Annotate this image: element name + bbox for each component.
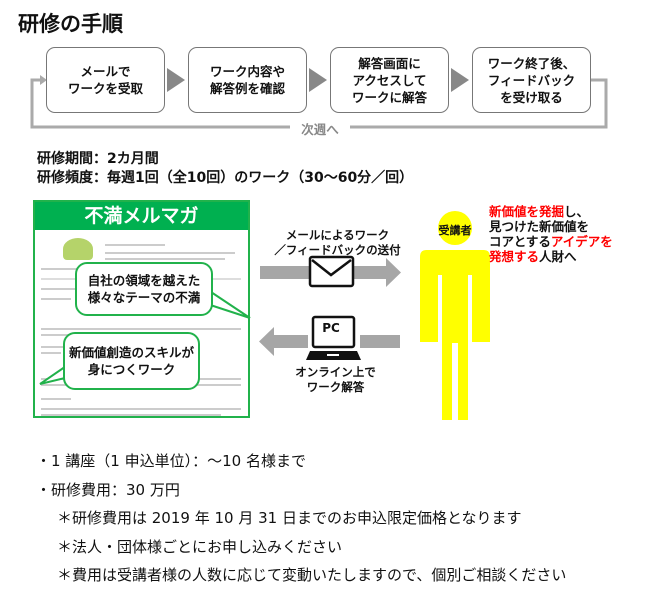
outcome-text-part: し、 見つけた新価値を コアとする — [489, 204, 590, 249]
period-text: 研修期間：2カ月間 — [37, 151, 159, 167]
bubble-themes: 自社の領域を越えた 様々なテーマの不満 — [75, 262, 213, 316]
pc-text: PC — [322, 321, 340, 335]
laptop-icon — [306, 315, 361, 363]
step-arrow-icon — [309, 68, 327, 92]
bubble-skills: 新価値創造のスキルが 身につくワーク — [63, 332, 200, 390]
person-label: 受講者 — [438, 224, 472, 237]
pc-label: オンライン上で ワーク解答 — [295, 365, 376, 394]
seats-text: ・1 講座（1 申込単位）：～10 名様まで — [36, 452, 306, 470]
note-consult: ＊費用は受講者様の人数に応じて変動いたしますので、個別ご相談ください — [57, 566, 567, 584]
outcome-highlight: 新価値を発掘 — [489, 204, 565, 219]
person-icon — [420, 211, 490, 420]
outcome-highlight: アイデアを 発想する — [489, 234, 613, 264]
step-2: ワーク内容や 解答例を確認 — [188, 47, 307, 113]
frequency-text: 研修頻度：毎週1回（全10回）のワーク（30～60分／回） — [37, 170, 414, 186]
loop-label: 次週へ — [301, 122, 339, 137]
page-title: 研修の手順 — [18, 12, 123, 36]
loop-arrow — [30, 75, 608, 129]
note-corporate: ＊法人・団体様ごとにお申し込みください — [57, 538, 343, 556]
envelope-icon — [308, 255, 355, 288]
outcome-text: 新価値を発掘し、 見つけた新価値を コアとするアイデアを 発想する人財へ — [489, 204, 613, 264]
mail-label: メールによるワーク ／フィードバックの送付 — [274, 228, 401, 257]
step-1: メールで ワークを受取 — [46, 47, 165, 113]
pc-arrow — [259, 315, 400, 363]
fee-text: ・研修費用：30 万円 — [36, 481, 180, 499]
step-arrow-icon — [167, 68, 185, 92]
step-3: 解答画面に アクセスして ワークに解答 — [330, 47, 449, 113]
step-4: ワーク終了後、 フィードバック を受け取る — [472, 47, 591, 113]
note-deadline: ＊研修費用は 2019 年 10 月 31 日までのお申込限定価格となります — [57, 509, 522, 527]
mascot-icon — [63, 238, 93, 260]
step-arrow-icon — [451, 68, 469, 92]
newsletter-title: 不満メルマガ — [35, 202, 248, 230]
outcome-text-part: 人財へ — [539, 249, 577, 264]
mail-arrow — [260, 255, 401, 288]
